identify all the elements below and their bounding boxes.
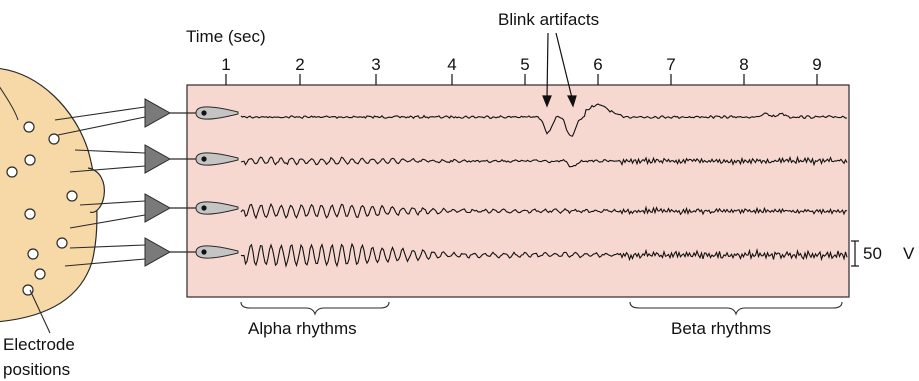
pen-tip <box>201 205 207 211</box>
eeg-trace-2 <box>240 155 848 168</box>
time-ticks: 1 2 3 4 5 6 7 8 9 <box>221 55 822 85</box>
wire <box>69 214 146 229</box>
scale-unit: V <box>903 244 915 263</box>
scale-value: 50 <box>863 244 882 263</box>
time-tick-label: 4 <box>447 55 456 74</box>
amplifier-4 <box>144 237 239 267</box>
pen-marker <box>195 106 239 120</box>
amplifier-triangle <box>144 193 172 223</box>
blink-artifacts-label: Blink artifacts <box>498 10 599 29</box>
amplifier-1 <box>144 98 239 128</box>
pen-marker <box>195 245 239 259</box>
electrode-dot <box>66 190 78 202</box>
amplifier-2 <box>144 144 239 174</box>
electrode-dots <box>6 121 78 296</box>
wire <box>74 149 146 154</box>
pen-tip <box>201 110 207 116</box>
time-tick-label: 9 <box>812 55 821 74</box>
wire <box>54 106 146 121</box>
beta-bracket <box>629 301 843 316</box>
amplifiers <box>144 98 239 267</box>
pen-marker <box>195 201 239 215</box>
blink-arrow-line <box>546 32 549 99</box>
pen-marker <box>195 152 239 166</box>
head-edge-left <box>0 86 19 121</box>
electrode-dot <box>34 268 46 280</box>
amplifier-triangle <box>144 144 172 174</box>
wire <box>57 116 146 136</box>
eeg-trace-1 <box>240 103 848 137</box>
scale-bar <box>851 240 859 267</box>
electrode-label-line1: Electrode <box>3 335 75 354</box>
alpha-rhythms-label: Alpha rhythms <box>248 319 357 338</box>
time-axis-label: Time (sec) <box>186 27 266 46</box>
blink-arrows <box>542 32 577 108</box>
pen-tip <box>201 156 207 162</box>
electrode-dot <box>48 133 60 145</box>
beta-rhythms-label: Beta rhythms <box>671 319 771 338</box>
time-tick-label: 3 <box>371 55 380 74</box>
amplifier-3 <box>144 193 239 223</box>
head <box>0 68 105 323</box>
electrode-dot <box>56 237 68 249</box>
electrode-label-line2: positions <box>3 360 70 379</box>
wire <box>64 258 146 267</box>
time-tick-label: 6 <box>593 55 602 74</box>
wire <box>69 244 146 249</box>
electrode-dot <box>27 248 39 260</box>
wires <box>54 106 146 267</box>
wire <box>79 200 146 206</box>
time-tick-label: 5 <box>520 55 529 74</box>
amplifier-triangle <box>144 98 172 128</box>
alpha-bracket <box>240 301 390 316</box>
blink-arrow-head <box>542 95 552 108</box>
wire <box>69 165 146 173</box>
time-tick-label: 2 <box>295 55 304 74</box>
electrode-dot <box>22 284 34 296</box>
pen-tip <box>201 249 207 255</box>
electrode-pointer <box>29 289 51 334</box>
electrode-dot <box>6 166 18 178</box>
blink-arrow-head <box>567 95 577 108</box>
eeg-trace-3 <box>240 202 848 220</box>
electrode-dot <box>24 154 36 166</box>
time-tick-label: 7 <box>666 55 675 74</box>
time-tick-label: 8 <box>739 55 748 74</box>
electrode-dot <box>24 208 36 220</box>
eeg-trace-4 <box>240 242 848 269</box>
head-outline <box>0 68 98 323</box>
blink-arrow-line <box>555 32 573 99</box>
ear <box>87 167 105 213</box>
electrode-dot <box>23 121 35 133</box>
time-tick-label: 1 <box>221 55 230 74</box>
amplifier-triangle <box>144 237 172 267</box>
eeg-traces <box>240 103 848 269</box>
